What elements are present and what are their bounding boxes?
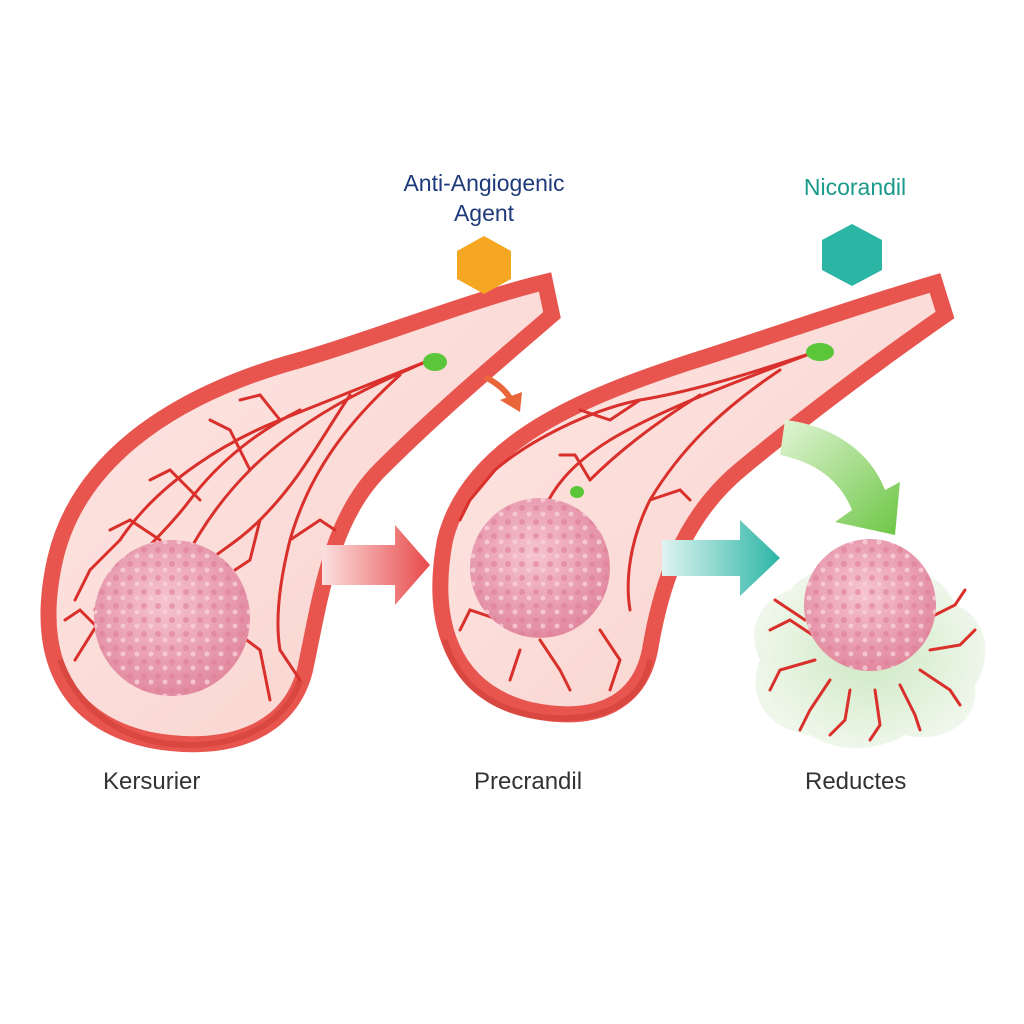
anti-angiogenic-label-line1: Anti-Angiogenic (403, 170, 565, 196)
vessel-2-lower-rim (442, 639, 653, 722)
anti-angiogenic-label: Anti-Angiogenic Agent (364, 168, 604, 228)
orange-small-arrow (484, 375, 522, 412)
vessel-2 (432, 273, 955, 723)
vessel-2-capillaries (458, 350, 817, 692)
tumor-1 (94, 540, 250, 696)
vessel-2-green-particle-upper (806, 343, 834, 361)
teal-flow-arrow (662, 520, 780, 596)
anti-angiogenic-label-line2: Agent (453, 200, 515, 226)
vessel-1-lower-rim (57, 658, 303, 749)
anti-angiogenic-hexagon-icon (457, 236, 511, 294)
tumor-3 (804, 539, 936, 671)
red-flow-arrow (322, 525, 430, 605)
nicorandil-label: Nicorandil (803, 174, 907, 200)
stage-label-1: Kersurier (103, 768, 201, 795)
stage-label-3: Reductes (805, 768, 907, 795)
vessel-1-green-particle (423, 353, 447, 371)
stage-label-2: Precrandil (474, 768, 583, 795)
reduced-tumor-group (754, 539, 986, 749)
vessel-1-capillaries (63, 358, 432, 702)
vessel-1 (40, 272, 561, 753)
green-down-arrow (780, 420, 900, 535)
tumor-2 (470, 498, 610, 638)
vessel-2-green-particle-lower (570, 486, 584, 498)
nicorandil-hexagon-icon (822, 224, 882, 286)
